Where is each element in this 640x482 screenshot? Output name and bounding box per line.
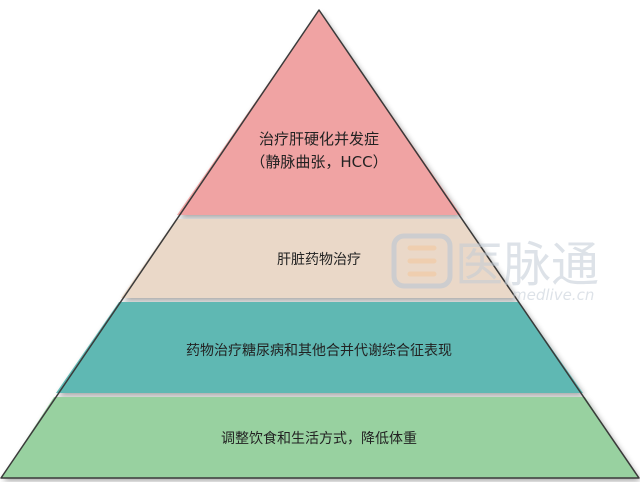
tier-4-band [1, 397, 639, 478]
watermark: 医脉通 medlive.cn [391, 233, 599, 304]
medlive-logo-icon [391, 233, 453, 289]
tier-4-label: 调整饮食和生活方式，降低体重 [221, 430, 417, 447]
tier-2-label: 肝脏药物治疗 [277, 252, 361, 268]
tier-2-band [121, 219, 517, 298]
tier-3-label: 药物治疗糖尿病和其他合并代谢综合征表现 [186, 343, 452, 359]
pyramid-outline [0, 9, 640, 479]
tier-1-label-line-1: 治疗肝硬化并发症 [259, 130, 379, 148]
tier-1-label-line-2: （静脉曲张，HCC） [250, 153, 387, 171]
tier-1-band [177, 10, 461, 215]
watermark-url: medlive.cn [512, 286, 594, 304]
watermark-brand: 医脉通 [455, 237, 599, 293]
tier-3-band [56, 302, 583, 393]
